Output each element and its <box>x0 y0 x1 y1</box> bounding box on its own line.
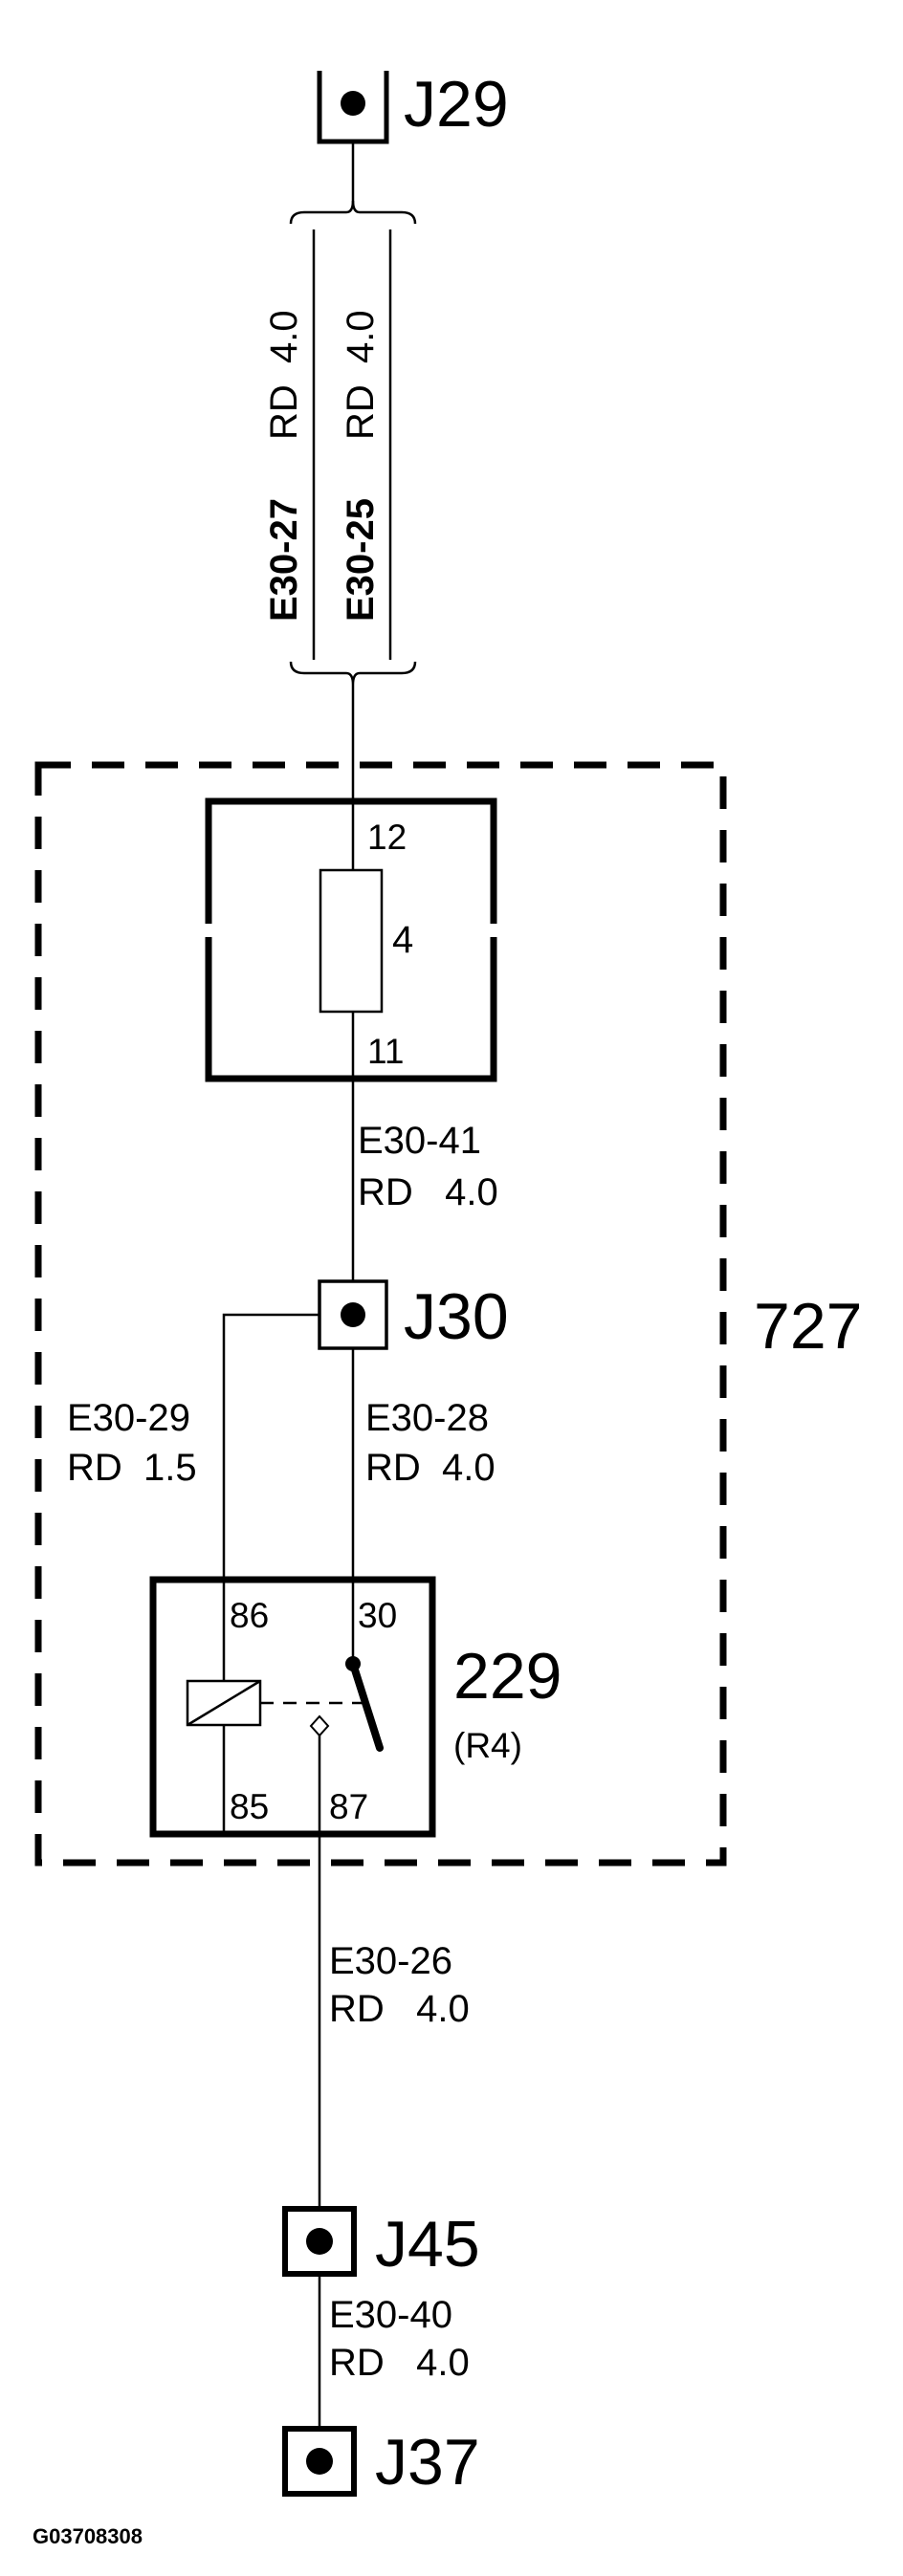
connector-j29-pin-dot <box>341 91 365 116</box>
fuse-element <box>319 868 384 1014</box>
wire-e30-40-id: E30-40 <box>329 2294 452 2336</box>
wire-e30-29-spec: RD 1.5 <box>67 1447 197 1489</box>
connector-j45-label: J45 <box>375 2208 480 2281</box>
fuse-housing <box>205 797 497 1082</box>
wire-e30-28-spec: RD 4.0 <box>365 1447 496 1489</box>
wire-e30-41-id: E30-41 <box>358 1120 481 1162</box>
relay-pin-86: 86 <box>230 1596 269 1635</box>
fuse-pin-11: 11 <box>367 1032 404 1071</box>
connector-j30-pin-dot <box>341 1302 365 1327</box>
wire-e30-29-id: E30-29 <box>67 1397 190 1439</box>
module-727-boundary <box>34 761 727 1867</box>
connector-j37[interactable]: J37 <box>282 2426 480 2499</box>
relay-pin-87: 87 <box>329 1787 368 1826</box>
wire-e30-27-spec: RD 4.0 <box>263 310 305 440</box>
harness-bottom-brace <box>289 661 417 686</box>
relay-switch-arm <box>349 1660 384 1752</box>
wire-e30-40-spec: RD 4.0 <box>329 2342 470 2384</box>
wire-e30-27-id: E30-27 <box>263 498 305 622</box>
connector-j30-label: J30 <box>404 1280 509 1353</box>
fuse-4[interactable]: 12 4 11 <box>203 797 499 1082</box>
fuse-pin-12: 12 <box>367 818 407 857</box>
fuse-number: 4 <box>392 919 413 961</box>
relay-pin-30: 30 <box>358 1596 397 1635</box>
relay-number: 229 <box>453 1640 562 1713</box>
connector-j29[interactable]: J29 <box>317 68 509 144</box>
relay-contact-87 <box>309 1714 330 1737</box>
figure-id: G03708308 <box>33 2524 143 2548</box>
wire-e30-25-spec: RD 4.0 <box>340 310 382 440</box>
harness-top-brace <box>289 200 417 225</box>
relay-housing <box>149 1576 436 1838</box>
wire-e30-28-id: E30-28 <box>365 1397 489 1439</box>
fuse-housing-gap-right <box>486 924 499 937</box>
relay-229[interactable]: 86 30 85 87 <box>149 1576 436 1838</box>
fuse-housing-gap-left <box>203 924 216 937</box>
connector-j30[interactable]: J30 <box>318 1279 509 1353</box>
connector-j45[interactable]: J45 <box>282 2206 480 2281</box>
relay-pin-85: 85 <box>230 1787 269 1826</box>
connector-j45-pin-dot <box>306 2228 333 2255</box>
relay-code: (R4) <box>453 1726 522 1765</box>
connector-j37-label: J37 <box>375 2426 480 2499</box>
wire-e30-27-labels: E30-27 RD 4.0 <box>263 310 305 622</box>
wire-e30-41-spec: RD 4.0 <box>358 1171 498 1213</box>
wire-e30-29[interactable] <box>222 1313 319 1834</box>
wire-e30-25-id: E30-25 <box>340 498 382 622</box>
wire-e30-26-spec: RD 4.0 <box>329 1988 470 2030</box>
connector-j29-label: J29 <box>404 68 509 141</box>
connector-j37-pin-dot <box>306 2448 333 2475</box>
wire-e30-25-labels: E30-25 RD 4.0 <box>340 310 382 622</box>
wire-e30-26-id: E30-26 <box>329 1940 452 1982</box>
module-727-label: 727 <box>754 1290 862 1363</box>
relay-coil-slash <box>187 1679 261 1727</box>
